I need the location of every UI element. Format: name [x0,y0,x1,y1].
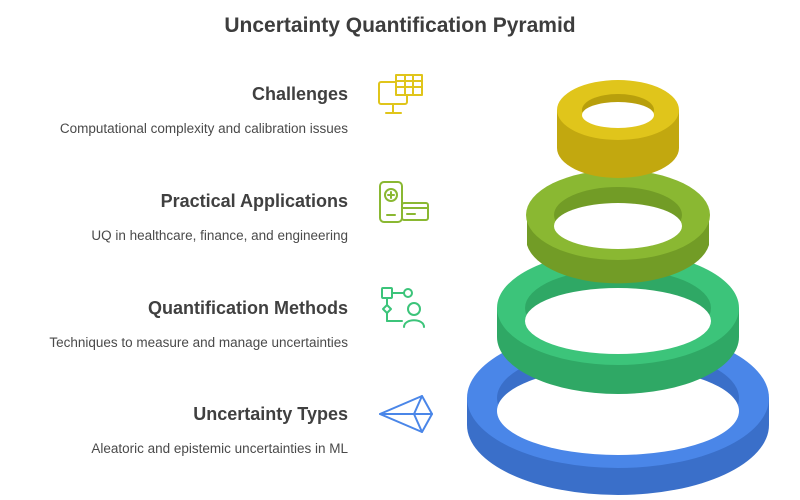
level-practical-applications: Practical Applications UQ in healthcare,… [3,191,348,245]
level-heading: Challenges [251,84,348,104]
level-heading: Practical Applications [160,191,348,211]
ring-practical-applications [526,170,710,284]
level-heading: Uncertainty Types [193,404,348,424]
level-uncertainty-types: Uncertainty Types Aleatoric and epistemi… [3,404,348,458]
pyramid-rings [467,80,769,495]
level-description: Aleatoric and epistemic uncertainties in… [91,441,348,456]
ring-quantification-methods [497,251,739,394]
level-challenges: Challenges Computational complexity and … [3,84,348,138]
level-description: Techniques to measure and manage uncerta… [49,335,348,350]
ring-challenges [557,80,679,178]
level-description: UQ in healthcare, finance, and engineeri… [91,228,348,243]
phone-card-icon [379,181,429,223]
flowchart-person-icon [381,287,425,328]
level-quantification-methods: Quantification Methods Techniques to mea… [48,298,348,352]
level-heading: Quantification Methods [148,298,348,318]
diagram-title: Uncertainty Quantification Pyramid [224,14,576,37]
network-triangle-icon [379,395,433,433]
level-description: Computational complexity and calibration… [59,121,348,136]
monitor-spreadsheet-icon [378,74,423,114]
